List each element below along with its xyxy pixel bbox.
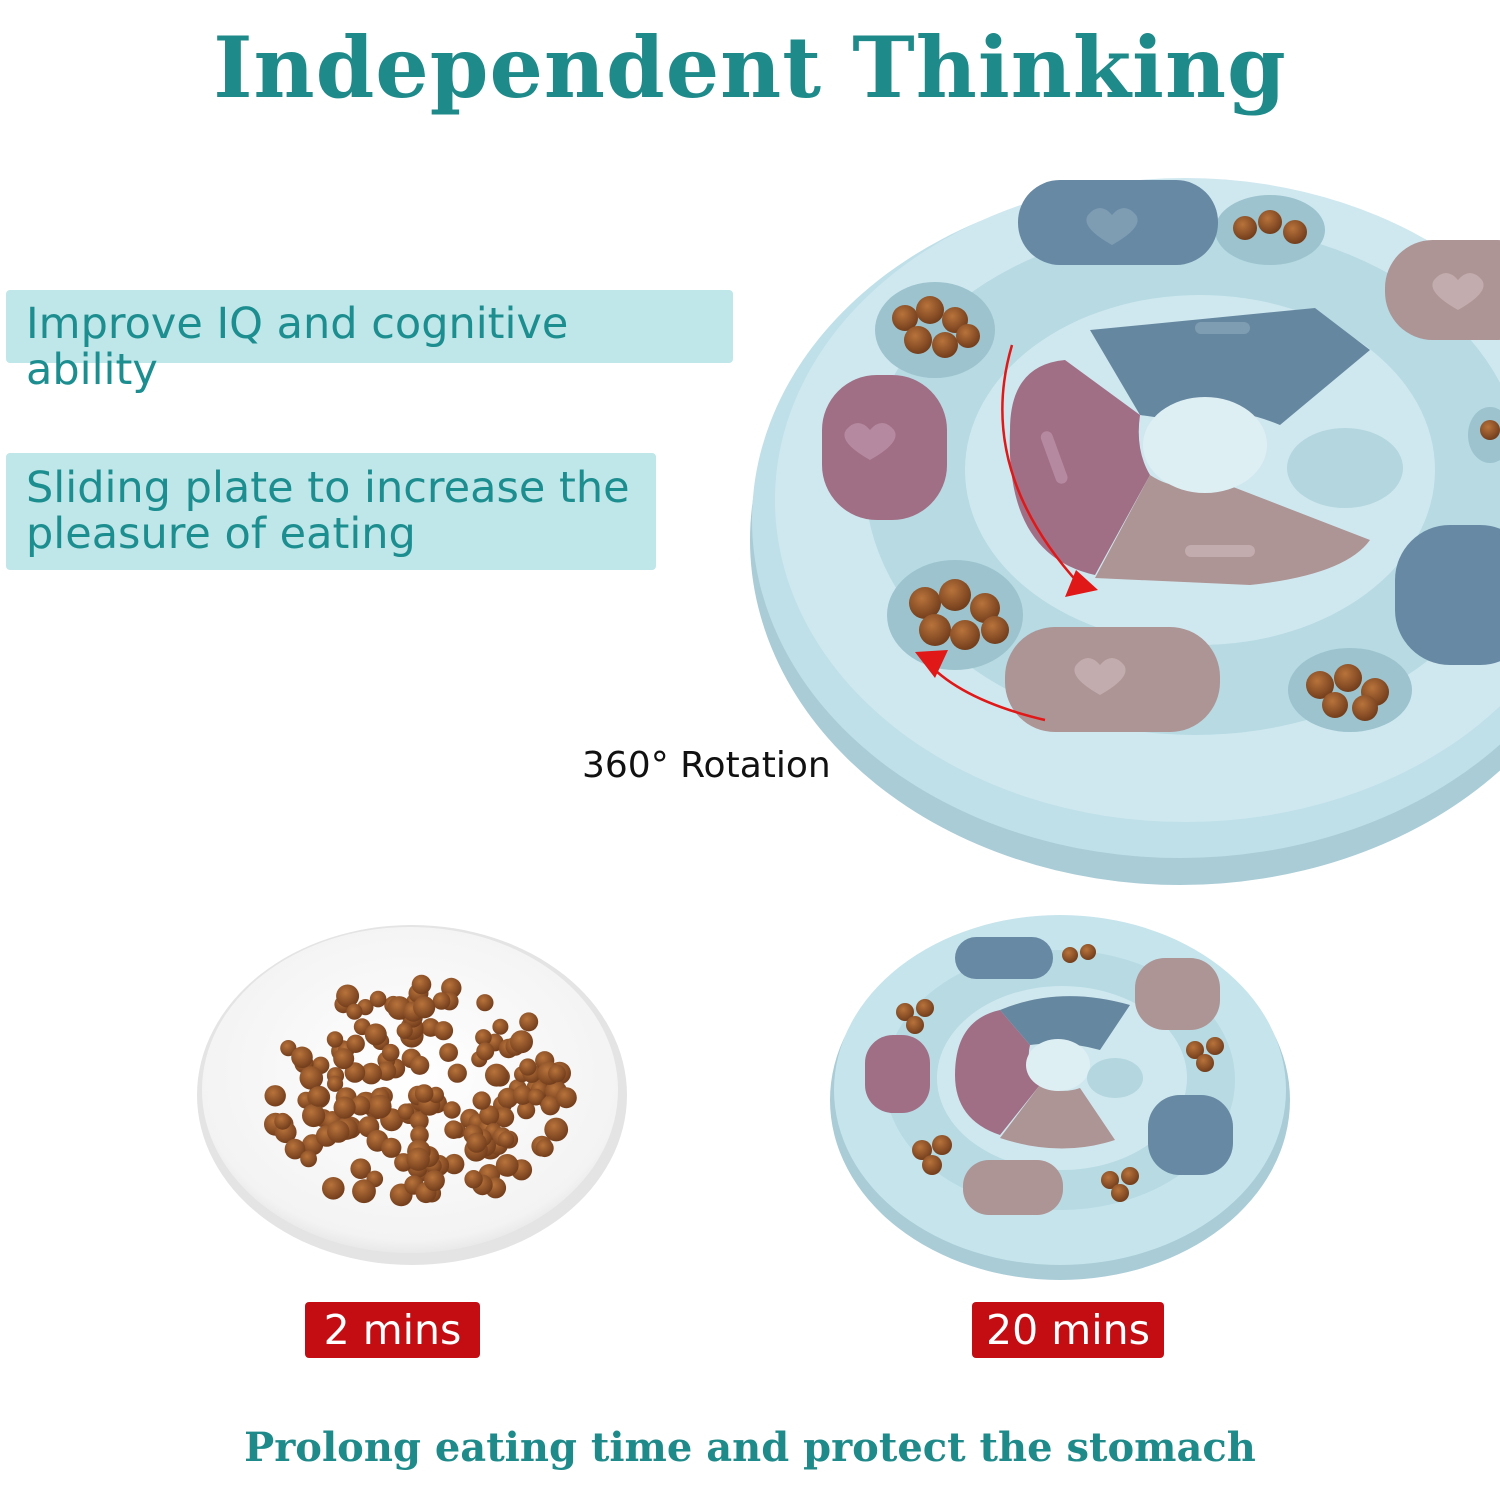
feature-callout-iq: Improve IQ and cognitive ability [6, 290, 733, 393]
kibble-piece [352, 1179, 376, 1204]
kibble-piece [519, 1058, 537, 1076]
kibble-piece [333, 1048, 355, 1070]
kibble-piece [540, 1096, 560, 1116]
kibble-piece [326, 1031, 344, 1048]
kibble-piece [544, 1117, 569, 1142]
kibble-piece [344, 1062, 366, 1083]
feeder-time-badge: 20 mins [972, 1302, 1164, 1358]
rotating-center-disk [1009, 308, 1403, 585]
kibble-piece [360, 1062, 383, 1085]
kibble-piece [367, 1094, 392, 1119]
kibble-piece [433, 1021, 454, 1041]
sliding-cover [822, 180, 1500, 732]
plate-time-badge: 2 mins [305, 1302, 480, 1358]
kibble-piece [409, 1111, 429, 1131]
arrow-head-icon [1065, 570, 1098, 597]
kibble-piece [411, 974, 432, 995]
kibble-piece [439, 1043, 458, 1062]
kibble-piece [322, 1177, 345, 1200]
arrow-head-icon [915, 650, 948, 678]
feature-callout-line-1: Sliding plate to increase the [26, 463, 630, 513]
kibble-piece [369, 990, 387, 1008]
kibble-piece [424, 1170, 445, 1191]
kibble-piece [284, 1138, 306, 1160]
kibble-pile [264, 974, 577, 1207]
kibble-piece [346, 1003, 363, 1020]
page-title: Independent Thinking [213, 18, 1287, 117]
large-puzzle-feeder [750, 178, 1500, 885]
kibble-piece [274, 1112, 292, 1130]
kibble-piece [519, 1012, 539, 1032]
kibble-piece [350, 1158, 372, 1179]
kibble-piece [300, 1150, 317, 1168]
kibble-piece [555, 1087, 577, 1109]
kibble-piece [410, 1125, 429, 1145]
kibble-piece [492, 1018, 509, 1035]
kibble-piece [364, 1023, 387, 1046]
kibble-piece [447, 1063, 467, 1083]
kibble-piece [327, 1120, 350, 1143]
kibble-piece [479, 1105, 500, 1126]
kibble-piece [299, 1066, 324, 1090]
small-puzzle-feeder [830, 915, 1290, 1280]
kibble-piece [264, 1085, 286, 1107]
rotation-label: 360° Rotation [582, 745, 831, 786]
feature-callout-sliding-plate: Sliding plate to increase the pleasure o… [6, 453, 656, 570]
plate-with-kibble [197, 925, 627, 1265]
kibble-piece [466, 1132, 487, 1153]
kibble-piece [280, 1040, 297, 1057]
kibble-piece [464, 1170, 483, 1189]
kibble-piece [472, 1091, 491, 1110]
kibble-piece [512, 1085, 533, 1105]
kibble-piece [527, 1088, 545, 1106]
kibble-piece [548, 1064, 566, 1083]
kibble-piece [381, 1137, 402, 1158]
kibble-piece [475, 1029, 492, 1046]
kibble-piece [535, 1139, 554, 1158]
kibble-piece [485, 1063, 508, 1087]
kibble-piece [495, 1154, 519, 1177]
kibble-piece [333, 1096, 356, 1119]
kibble-piece [327, 1075, 344, 1092]
kibble-piece [410, 1055, 430, 1075]
kibble-piece [397, 1103, 415, 1120]
kibble-piece [498, 1131, 515, 1148]
kibble-piece [381, 1043, 400, 1062]
kibble-piece [494, 1107, 515, 1128]
kibble-piece [510, 1030, 533, 1054]
kibble-piece [444, 1120, 463, 1139]
kibble-piece [444, 1153, 465, 1175]
kibble-piece [443, 1101, 461, 1119]
kibble-piece [346, 1034, 365, 1054]
feature-callout-line-2: pleasure of eating [26, 509, 416, 559]
feature-callout-text: Improve IQ and cognitive ability [26, 299, 569, 395]
kibble-piece [291, 1046, 313, 1069]
kibble-pile [892, 210, 1500, 721]
kibble-piece [302, 1103, 326, 1128]
kibble-piece [336, 984, 360, 1008]
kibble-piece [377, 1061, 397, 1081]
kibble-piece [432, 992, 451, 1010]
footer-caption: Prolong eating time and protect the stom… [244, 1424, 1256, 1471]
kibble-piece [476, 994, 494, 1012]
kibble-piece [396, 1022, 413, 1039]
kibble-piece [517, 1101, 536, 1120]
kibble-piece [406, 1147, 430, 1171]
kibble-piece [308, 1086, 329, 1107]
kibble-piece [414, 1084, 434, 1103]
kibble-piece [350, 1095, 371, 1116]
kibble-piece [497, 1087, 519, 1109]
kibble-piece [413, 996, 436, 1019]
kibble-piece [476, 1042, 495, 1061]
